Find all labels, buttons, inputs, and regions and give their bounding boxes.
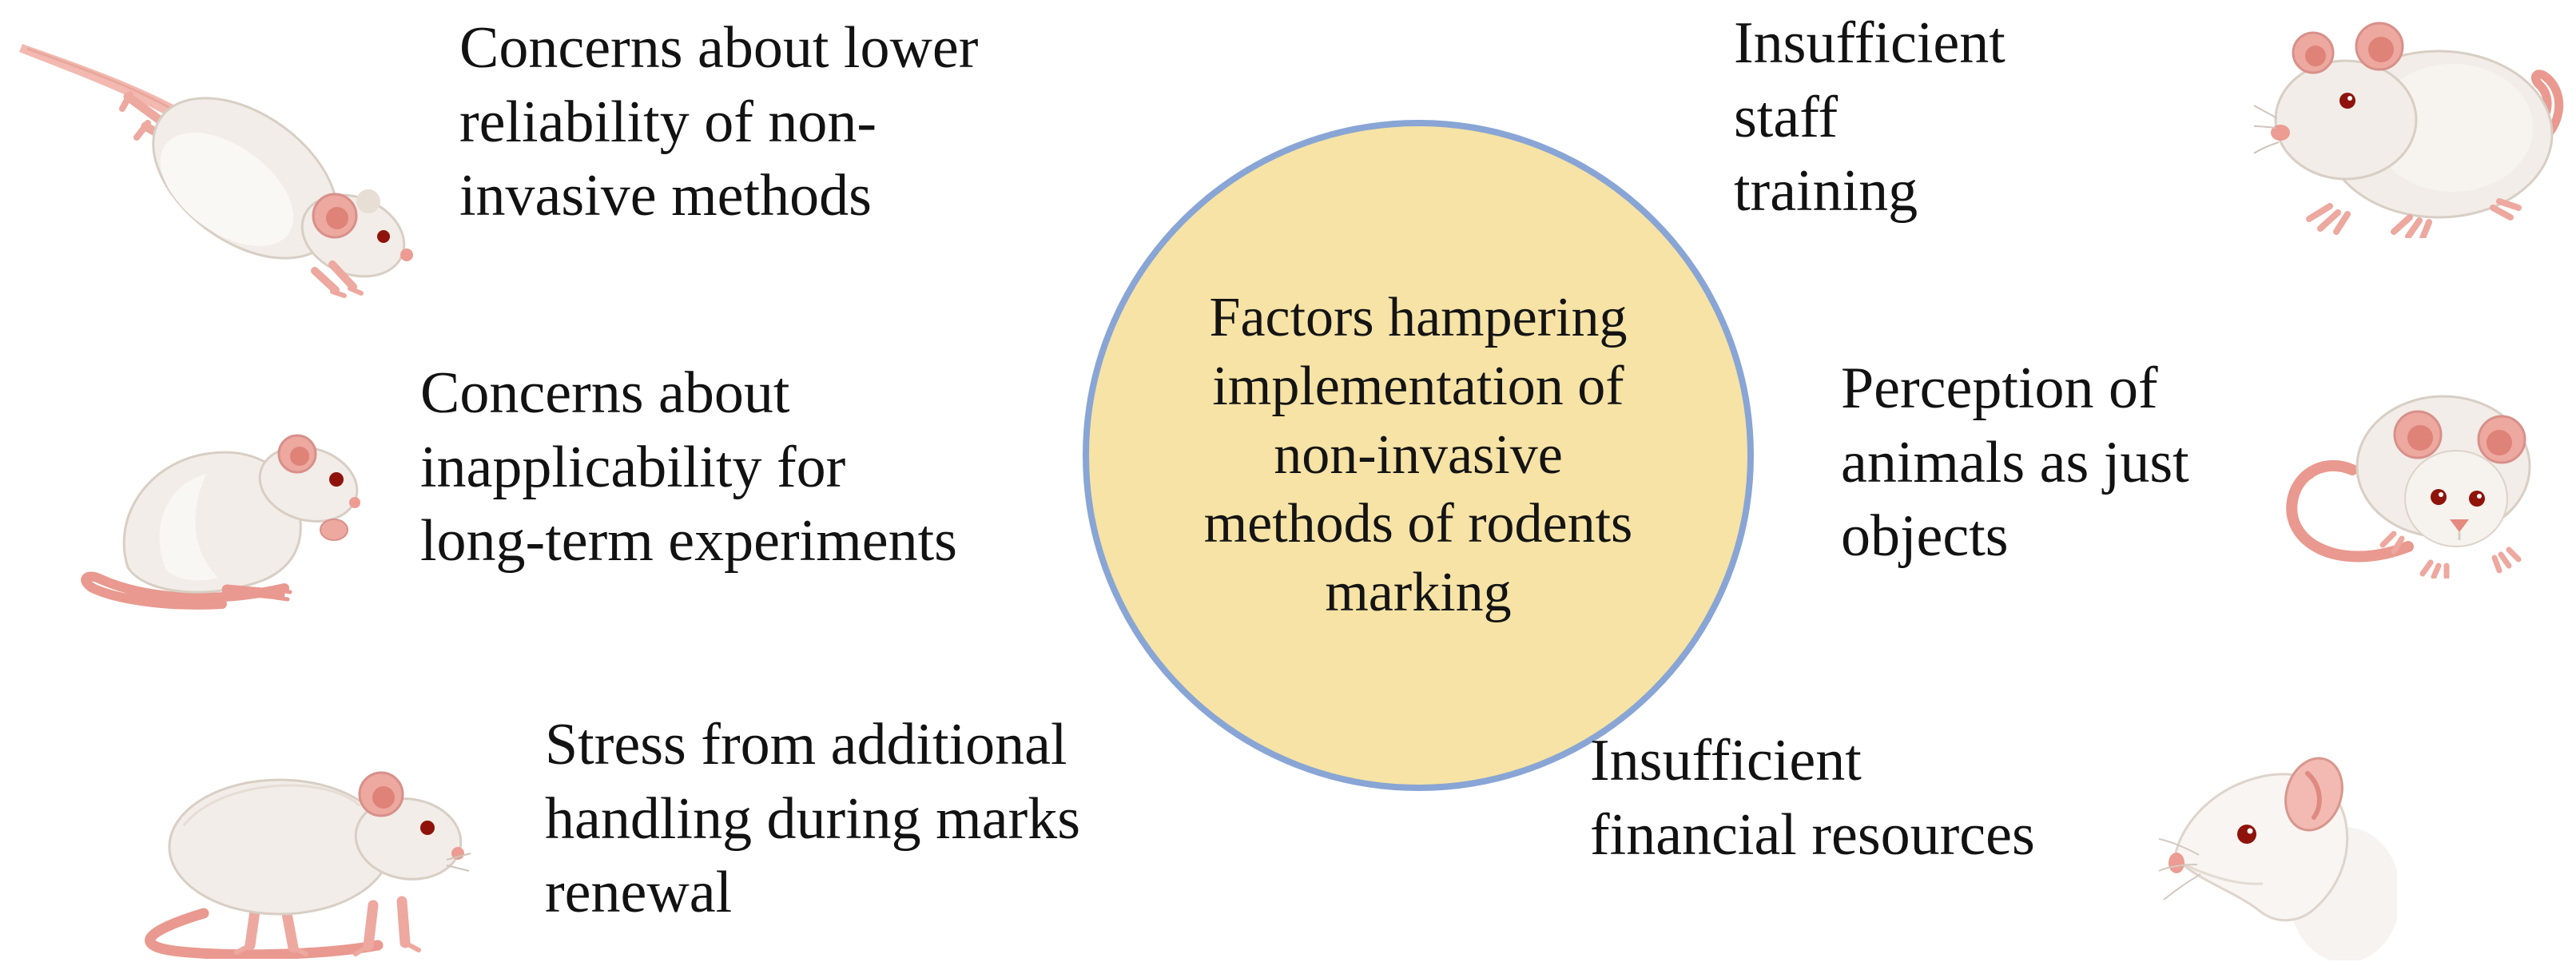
rat-leaping-icon bbox=[10, 18, 413, 299]
rat-sitting-icon bbox=[70, 398, 390, 610]
factor-label-inapplicability: Concerns about inapplicability for long-… bbox=[420, 360, 957, 574]
rat-head-profile-icon bbox=[2157, 727, 2397, 960]
factor-label-staff-training: Insufficient staff training bbox=[1734, 10, 2006, 224]
rat-front-facing-icon bbox=[2274, 377, 2542, 578]
rat-crouching-icon bbox=[2253, 16, 2566, 238]
factor-label-handling-stress: Stress from additional handling during m… bbox=[545, 712, 1081, 925]
central-factor-text: Factors hampering implementation of non-… bbox=[1203, 286, 1633, 624]
factor-label-animal-perception: Perception of animals as just objects bbox=[1841, 356, 2189, 569]
rat-standing-icon bbox=[92, 741, 475, 959]
factor-label-lower-reliability: Concerns about lower reliability of non-… bbox=[459, 15, 979, 229]
central-factor-circle: Factors hampering implementation of non-… bbox=[1083, 120, 1754, 791]
factor-label-financial-resources: Insufficient financial resources bbox=[1590, 728, 2035, 868]
